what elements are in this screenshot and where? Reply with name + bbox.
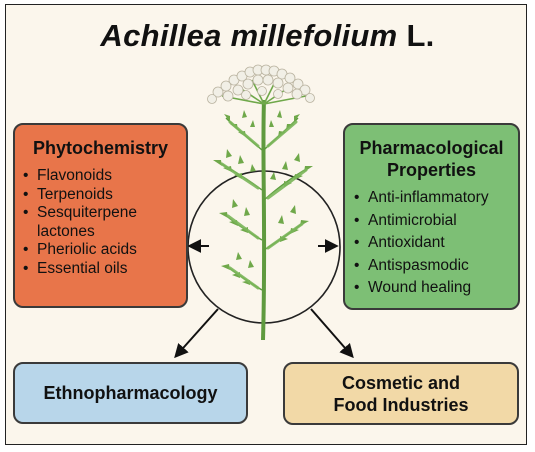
list-item: Terpenoids: [23, 186, 186, 205]
list-item: Pheriolic acids: [23, 241, 186, 260]
list-item: Antioxidant: [354, 232, 518, 255]
list-item: Antispasmodic: [354, 255, 518, 278]
list-item: Anti-inflammatory: [354, 187, 518, 210]
species-name: Achillea millefolium: [100, 18, 398, 53]
list-item: Wound healing: [354, 277, 518, 300]
page-title: Achillea millefolium L.: [0, 18, 535, 54]
phytochemistry-box: Phytochemistry Flavonoids Terpenoids Ses…: [13, 123, 188, 308]
cosmetic-food-box: Cosmetic and Food Industries: [283, 362, 519, 425]
list-item: Essential oils: [23, 260, 186, 279]
phytochemistry-list: Flavonoids Terpenoids Sesquiterpene lact…: [23, 167, 186, 279]
arrow-down-left: [174, 308, 219, 359]
cosmetic-label-line2: Food Industries: [333, 395, 469, 415]
list-item: Flavonoids: [23, 167, 186, 186]
cosmetic-label-line1: Cosmetic and: [341, 373, 461, 393]
arrow-down-right: [310, 308, 354, 359]
phytochemistry-heading: Phytochemistry: [32, 138, 169, 158]
yarrow-plant-icon: [207, 64, 315, 341]
ethnopharmacology-box: Ethnopharmacology: [13, 362, 248, 424]
species-author: L.: [406, 18, 435, 53]
cosmetic-food-label: Cosmetic and Food Industries: [285, 364, 517, 416]
ethnopharmacology-label: Ethnopharmacology: [43, 383, 218, 403]
list-item: Sesquiterpene: [23, 204, 186, 223]
pharmacological-box: Pharmacological Properties Anti-inflamma…: [343, 123, 520, 310]
pharmacological-heading: Pharmacological Properties: [345, 137, 518, 181]
list-item-continuation: lactones: [37, 222, 95, 240]
pharmacological-heading-line1: Pharmacological: [359, 138, 504, 158]
list-item: Antimicrobial: [354, 210, 518, 233]
pharmacological-list: Anti-inflammatory Antimicrobial Antioxid…: [354, 187, 518, 300]
pharmacological-heading-line2: Properties: [386, 160, 477, 180]
